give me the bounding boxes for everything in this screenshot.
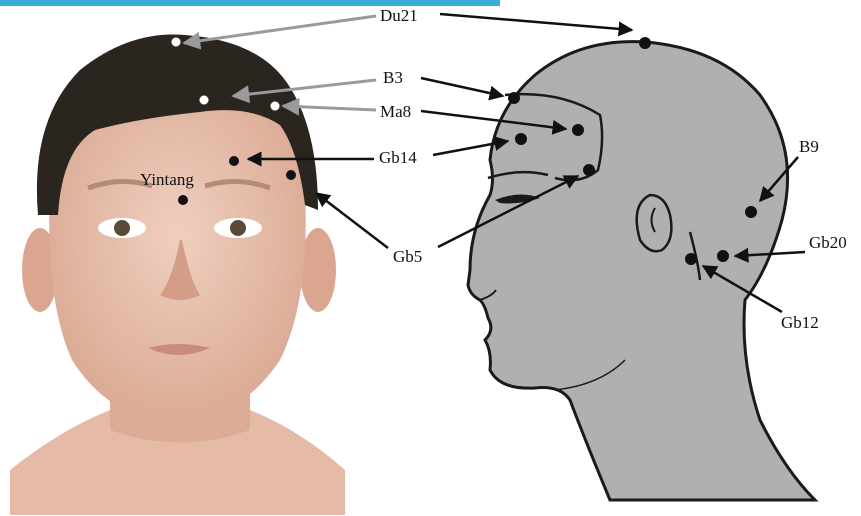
point-yintang [178, 195, 188, 205]
side-profile-head [468, 42, 815, 500]
point-b9 [745, 206, 757, 218]
label-gb14: Gb14 [379, 148, 417, 167]
point-gb20 [717, 250, 729, 262]
label-gb5: Gb5 [393, 247, 422, 266]
point-ma8-front [270, 101, 280, 111]
point-gb5-front [286, 170, 296, 180]
arrow-du21-front [184, 16, 376, 43]
point-du21-front [171, 37, 181, 47]
label-ma8: Ma8 [380, 102, 411, 121]
point-gb12 [685, 253, 697, 265]
label-du21: Du21 [380, 6, 418, 25]
arrow-b3-side [421, 78, 503, 96]
point-gb14-side [515, 133, 527, 145]
point-gb5-side [583, 164, 595, 176]
label-gb12: Gb12 [781, 313, 819, 332]
label-yintang: Yintang [140, 170, 194, 189]
point-b3-side [508, 92, 520, 104]
label-b3: B3 [383, 68, 403, 87]
label-gb20: Gb20 [809, 233, 847, 252]
label-b9: B9 [799, 137, 819, 156]
accent-bar [0, 0, 500, 6]
point-b3-front [199, 95, 209, 105]
point-gb14-front [229, 156, 239, 166]
arrow-du21-side [440, 14, 632, 30]
point-du21-side [639, 37, 651, 49]
point-ma8-side [572, 124, 584, 136]
